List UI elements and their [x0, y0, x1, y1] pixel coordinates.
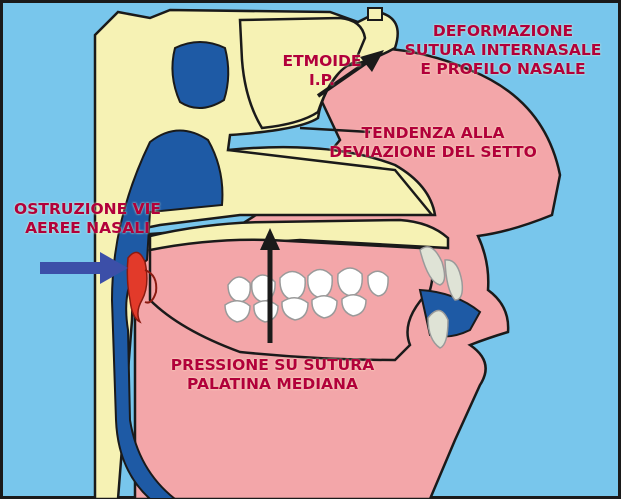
frontal-sinus — [172, 42, 228, 108]
label-ostruzione-line-2: AEREE NASALI — [10, 219, 165, 238]
label-etmoide-line-2: I.P. — [276, 71, 368, 90]
label-deformazione-line-2: SUTURA INTERNASALE — [398, 41, 608, 60]
label-deformazione-line-1: DEFORMAZIONE — [398, 22, 608, 41]
label-ostruzione-line-1: OSTRUZIONE VIE — [10, 200, 165, 219]
label-tendenza-line-2: DEVIAZIONE DEL SETTO — [318, 143, 548, 162]
label-pressione-line-2: PALATINA MEDIANA — [160, 375, 385, 394]
label-etmoide: ETMOIDE I.P. — [276, 52, 368, 90]
label-tendenza-line-1: TENDENZA ALLA — [318, 124, 548, 143]
label-pressione: PRESSIONE SU SUTURA PALATINA MEDIANA — [160, 356, 385, 394]
label-ostruzione: OSTRUZIONE VIE AEREE NASALI — [10, 200, 165, 238]
label-pressione-line-1: PRESSIONE SU SUTURA — [160, 356, 385, 375]
label-etmoide-line-1: ETMOIDE — [276, 52, 368, 71]
label-deformazione: DEFORMAZIONE SUTURA INTERNASALE E PROFIL… — [398, 22, 608, 79]
nasal-bone-tip — [368, 8, 382, 20]
label-deformazione-line-3: E PROFILO NASALE — [398, 60, 608, 79]
label-tendenza: TENDENZA ALLA DEVIAZIONE DEL SETTO — [318, 124, 548, 162]
